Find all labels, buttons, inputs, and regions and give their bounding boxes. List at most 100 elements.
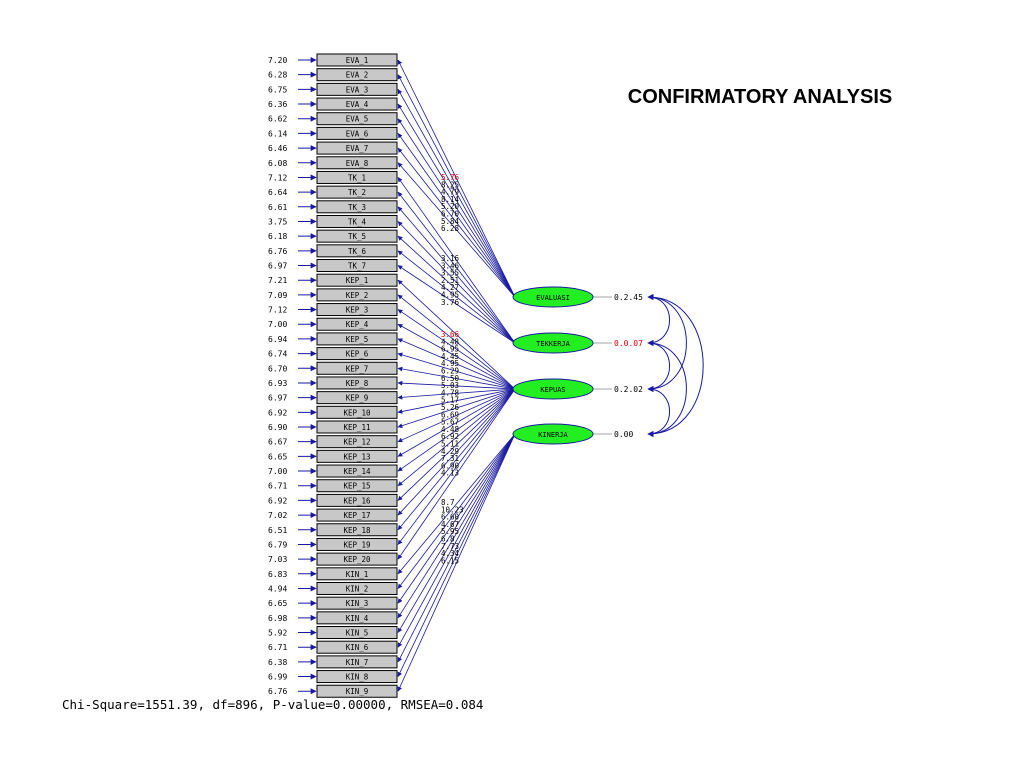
- loading-arrow: [397, 388, 516, 531]
- loading-arrow: [397, 388, 516, 414]
- loading-value: 4.34: [441, 549, 460, 558]
- error-variance: 6.64: [268, 188, 287, 197]
- loading-arrow: [397, 74, 516, 298]
- indicator-label: KEP_6: [346, 350, 369, 359]
- indicator-box: [316, 420, 398, 434]
- covariance-arc: [647, 386, 670, 437]
- error-variance: 6.71: [268, 482, 287, 491]
- indicator-box: [316, 596, 398, 610]
- indicator-box: [316, 288, 398, 302]
- indicator-box: [316, 493, 398, 507]
- loading-value: 3.46: [441, 261, 460, 270]
- error-variance: 6.14: [268, 129, 287, 138]
- loading-value: 6.8: [441, 535, 455, 544]
- loading-value: 6.50: [441, 374, 460, 383]
- loading-value: 7.73: [441, 542, 459, 551]
- loading-arrow: [397, 162, 516, 298]
- error-variance: 6.28: [268, 71, 287, 80]
- loading-arrow: [397, 221, 516, 344]
- error-variance: 7.00: [268, 320, 287, 329]
- error-variance: 6.62: [268, 115, 287, 124]
- loading-arrow: [397, 338, 516, 390]
- loading-value: 6.69: [441, 410, 459, 419]
- latent-label: TEKKERJA: [536, 340, 571, 348]
- latent-variable: [512, 378, 594, 400]
- indicator-label: TK_4: [348, 217, 367, 226]
- loading-value: 5.95: [441, 527, 459, 536]
- loading-arrow: [397, 433, 516, 663]
- loading-arrow: [397, 388, 516, 560]
- indicator-label: EVA_3: [346, 85, 369, 94]
- indicator-box: [316, 112, 398, 126]
- indicator-label: KIN_8: [346, 673, 369, 682]
- latent-variable: [512, 286, 594, 308]
- indicator-label: TK_6: [348, 247, 367, 256]
- indicator-label: KIN_1: [346, 570, 369, 579]
- error-variance: 6.98: [268, 614, 287, 623]
- error-variance: 6.90: [268, 423, 287, 432]
- error-variance: 6.97: [268, 394, 287, 403]
- loading-arrow: [397, 177, 516, 344]
- loading-arrow: [397, 352, 516, 390]
- latent-variance-value: 0.2.45: [614, 293, 643, 302]
- indicator-box: [316, 684, 398, 698]
- loading-value: 8.14: [441, 195, 460, 204]
- loading-arrow: [397, 388, 516, 472]
- indicator-box: [316, 435, 398, 449]
- loading-arrow: [397, 206, 516, 344]
- loading-value: 6.95: [441, 345, 459, 354]
- indicator-box: [316, 68, 398, 82]
- loading-arrow: [397, 309, 516, 390]
- error-variance: 3.75: [268, 217, 287, 226]
- indicator-box: [316, 53, 398, 67]
- indicator-label: KEP_20: [343, 555, 371, 564]
- error-variance: 6.36: [268, 100, 287, 109]
- loading-arrow: [397, 433, 516, 589]
- indicator-box: [316, 185, 398, 199]
- loading-value: 5.17: [441, 396, 459, 405]
- indicator-label: EVA_7: [346, 144, 369, 153]
- covariance-arc: [647, 294, 704, 437]
- indicator-box: [316, 273, 398, 287]
- error-variance: 7.03: [268, 555, 287, 564]
- indicator-box: [316, 214, 398, 228]
- indicator-box: [316, 244, 398, 258]
- indicator-label: EVA_8: [346, 159, 369, 168]
- indicator-label: KEP_9: [346, 394, 369, 403]
- loading-arrow: [397, 250, 516, 344]
- loading-arrow: [397, 433, 516, 677]
- error-variance: 6.75: [268, 85, 287, 94]
- fit-statistics: Chi-Square=1551.39, df=896, P-value=0.00…: [62, 697, 484, 712]
- loading-arrow: [397, 388, 516, 443]
- loading-arrow: [397, 103, 516, 298]
- loading-arrow: [397, 133, 516, 298]
- indicator-label: KIN_7: [346, 658, 369, 667]
- indicator-box: [316, 317, 398, 331]
- indicator-label: KIN_9: [346, 687, 369, 696]
- loading-arrow: [397, 235, 516, 344]
- error-variance: 6.71: [268, 643, 287, 652]
- error-variance: 7.02: [268, 511, 287, 520]
- indicator-box: [316, 303, 398, 317]
- indicator-box: [316, 537, 398, 551]
- indicator-label: KEP_19: [343, 540, 370, 549]
- indicator-label: KEP_5: [346, 335, 369, 344]
- loading-value: 5.84: [441, 217, 460, 226]
- error-variance: 6.83: [268, 570, 287, 579]
- sem-path-diagram: EVA_17.20EVA_26.28EVA_36.75EVA_46.36EVA_…: [268, 53, 704, 698]
- covariance-arc: [647, 340, 687, 437]
- loading-arrow: [397, 433, 516, 604]
- latent-label: KEPUAS: [540, 386, 565, 394]
- indicator-label: KEP_10: [343, 408, 371, 417]
- loading-value: 3.76: [441, 298, 460, 307]
- loading-arrow: [397, 147, 516, 298]
- indicator-box: [316, 332, 398, 346]
- indicator-label: KIN_6: [346, 643, 369, 652]
- indicator-box: [316, 523, 398, 537]
- indicator-box: [316, 156, 398, 170]
- loading-value: 4.78: [441, 388, 460, 397]
- error-variance: 7.21: [268, 276, 287, 285]
- indicator-box: [316, 376, 398, 390]
- loading-arrow: [397, 388, 516, 400]
- loading-value: 6.90: [441, 461, 460, 470]
